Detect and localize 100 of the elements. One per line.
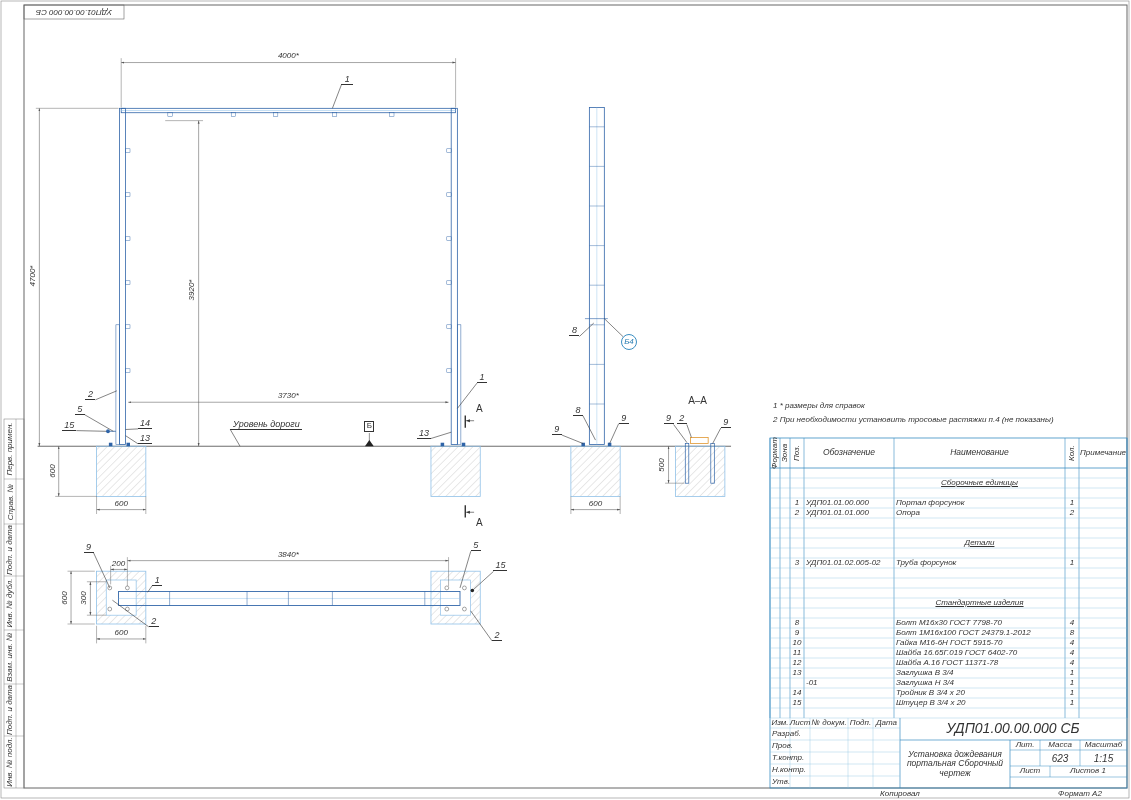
table-cell-text: 1 bbox=[1068, 558, 1076, 568]
table-cell-text: 14 bbox=[791, 688, 803, 698]
scale-value: 1:15 bbox=[1092, 751, 1115, 765]
leader-line bbox=[472, 571, 494, 591]
stamp-field-label: Перв. примен. bbox=[5, 421, 15, 478]
callout-number: 5 bbox=[74, 403, 85, 415]
leader-line bbox=[112, 599, 150, 628]
callout-number: 2 bbox=[85, 388, 96, 400]
column-header: Кол. bbox=[1066, 444, 1077, 463]
leader-line bbox=[95, 390, 118, 401]
title-block-text: Дата bbox=[874, 718, 899, 728]
table-cell-text: 1 bbox=[1068, 698, 1076, 708]
leader-line bbox=[673, 424, 688, 443]
leader-line bbox=[459, 550, 472, 589]
table-cell-text: 4 bbox=[1068, 658, 1076, 668]
table-cell-text: Тройник В 3/4 х 20 bbox=[896, 688, 966, 698]
section-title: А–А bbox=[687, 393, 709, 407]
table-cell-text: 2 bbox=[1068, 508, 1076, 518]
column-header: Формат bbox=[770, 438, 780, 468]
dimension-value: 4000* bbox=[276, 51, 300, 62]
table-cell-text: Болт 1М16х100 ГОСТ 24379.1-2012 bbox=[896, 628, 1032, 638]
column-header: Зона bbox=[780, 442, 790, 465]
note-text: 2 При необходимости установить тросовые растяжки п.4 (не показаны) bbox=[773, 414, 1055, 426]
table-cell-text: 8 bbox=[793, 618, 801, 628]
table-cell-text: Труба форсунок bbox=[896, 558, 958, 568]
column-header: Поз. bbox=[791, 443, 802, 464]
leader-line bbox=[712, 427, 722, 444]
table-cell-text: Болт М16х30 ГОСТ 7798-70 bbox=[896, 618, 1003, 628]
title-block-text: № докум. bbox=[810, 718, 848, 728]
section-heading: Детали bbox=[963, 538, 996, 548]
leader-line bbox=[579, 322, 595, 337]
table-cell-text: 2 bbox=[793, 508, 801, 518]
table-cell-text: 10 bbox=[791, 638, 803, 648]
title-block-text: Лит. bbox=[1014, 740, 1036, 750]
table-cell-text: 15 bbox=[791, 698, 803, 708]
title-block-text: Масштаб bbox=[1083, 740, 1124, 750]
table-cell-text: 4 bbox=[1068, 618, 1076, 628]
footer-text: Копировал bbox=[879, 789, 921, 799]
title-block-text: Т.контр. bbox=[772, 753, 806, 763]
dimension-value: 600 bbox=[59, 589, 70, 607]
title-block-text: Изм. bbox=[770, 718, 790, 728]
callout-number: 14 bbox=[137, 417, 152, 429]
leader-line bbox=[76, 430, 107, 432]
drawing-number: УДП01.00.00.000 СБ bbox=[945, 720, 1081, 738]
callout-number: 1 bbox=[152, 574, 163, 586]
leader-line bbox=[604, 318, 624, 338]
stamp-field-label: Подп. и дата bbox=[5, 525, 15, 575]
callout-number: 9 bbox=[618, 412, 629, 424]
stamp-field-label: Инв. № дубл. bbox=[5, 577, 15, 629]
title-block-text: Лист bbox=[1018, 766, 1042, 777]
callout-number: 8 bbox=[572, 404, 583, 416]
dimension-value: 600 bbox=[113, 499, 129, 510]
callout-number: 9 bbox=[551, 424, 562, 435]
table-cell-text: Штуцер В 3/4 х 20 bbox=[896, 698, 967, 708]
table-cell-text: 1 bbox=[1068, 678, 1076, 688]
leader-line bbox=[582, 415, 596, 441]
leader-line bbox=[125, 435, 139, 445]
dimension-value: 600 bbox=[587, 499, 604, 510]
stamp-field-label: Подп. и дата bbox=[5, 685, 15, 735]
table-cell-text: Портал форсунок bbox=[896, 498, 966, 508]
leader-line bbox=[686, 424, 692, 438]
table-cell-text: Заглушка Н 3/4 bbox=[896, 678, 955, 688]
leader-line bbox=[430, 431, 452, 439]
dimension-value: 200 bbox=[110, 559, 127, 570]
table-cell-text: Шайба 16.65Г.019 ГОСТ 6402-70 bbox=[896, 648, 1019, 658]
leader-line bbox=[457, 382, 478, 409]
leader-line bbox=[93, 552, 111, 589]
footer-text: Формат А2 bbox=[1057, 789, 1103, 799]
title-block-text: Лист bbox=[790, 718, 810, 728]
title-block-text: Подп. bbox=[848, 718, 873, 728]
table-cell-text: 13 bbox=[791, 668, 803, 678]
section-letter: А bbox=[475, 516, 484, 529]
dimension-value: 3840* bbox=[276, 550, 300, 561]
table-cell-text: 11 bbox=[791, 648, 803, 658]
drawing-number: УДП01.00.00.000 СБ bbox=[34, 7, 114, 18]
dimension-value: 4700* bbox=[28, 264, 38, 289]
callout-number: 2 bbox=[676, 413, 687, 425]
title-block-text: Разраб. bbox=[772, 729, 802, 739]
title-block-text: Утв. bbox=[772, 777, 792, 787]
dimension-value: 600 bbox=[113, 628, 129, 639]
table-cell-text: УДП01.01.01.000 bbox=[806, 508, 870, 518]
section-heading: Сборочные единицы bbox=[940, 478, 1019, 488]
leader-line bbox=[230, 429, 241, 447]
title-block-text: Пров. bbox=[772, 741, 795, 751]
dimension-value: 600 bbox=[47, 463, 58, 480]
stamp-field-label: Взам. инв. № bbox=[5, 631, 15, 683]
callout-number: 9 bbox=[83, 541, 94, 553]
table-cell-text: 3 bbox=[793, 558, 801, 568]
callout-number: 13 bbox=[137, 432, 152, 444]
title-block-text: Н.контр. bbox=[772, 765, 807, 775]
table-cell-text: 1 bbox=[1068, 688, 1076, 698]
leader-line bbox=[125, 428, 139, 430]
title-block-text: Листов 1 bbox=[1068, 766, 1107, 777]
leader-line bbox=[470, 610, 493, 642]
column-header: Примечание bbox=[1079, 447, 1127, 459]
table-cell-text: 12 bbox=[791, 658, 803, 668]
table-cell-text: 1 bbox=[793, 498, 801, 508]
level-mark-label: Б bbox=[364, 420, 375, 432]
callout-number: 5 bbox=[470, 540, 481, 552]
note-text: 1 * размеры для справок bbox=[773, 400, 866, 412]
